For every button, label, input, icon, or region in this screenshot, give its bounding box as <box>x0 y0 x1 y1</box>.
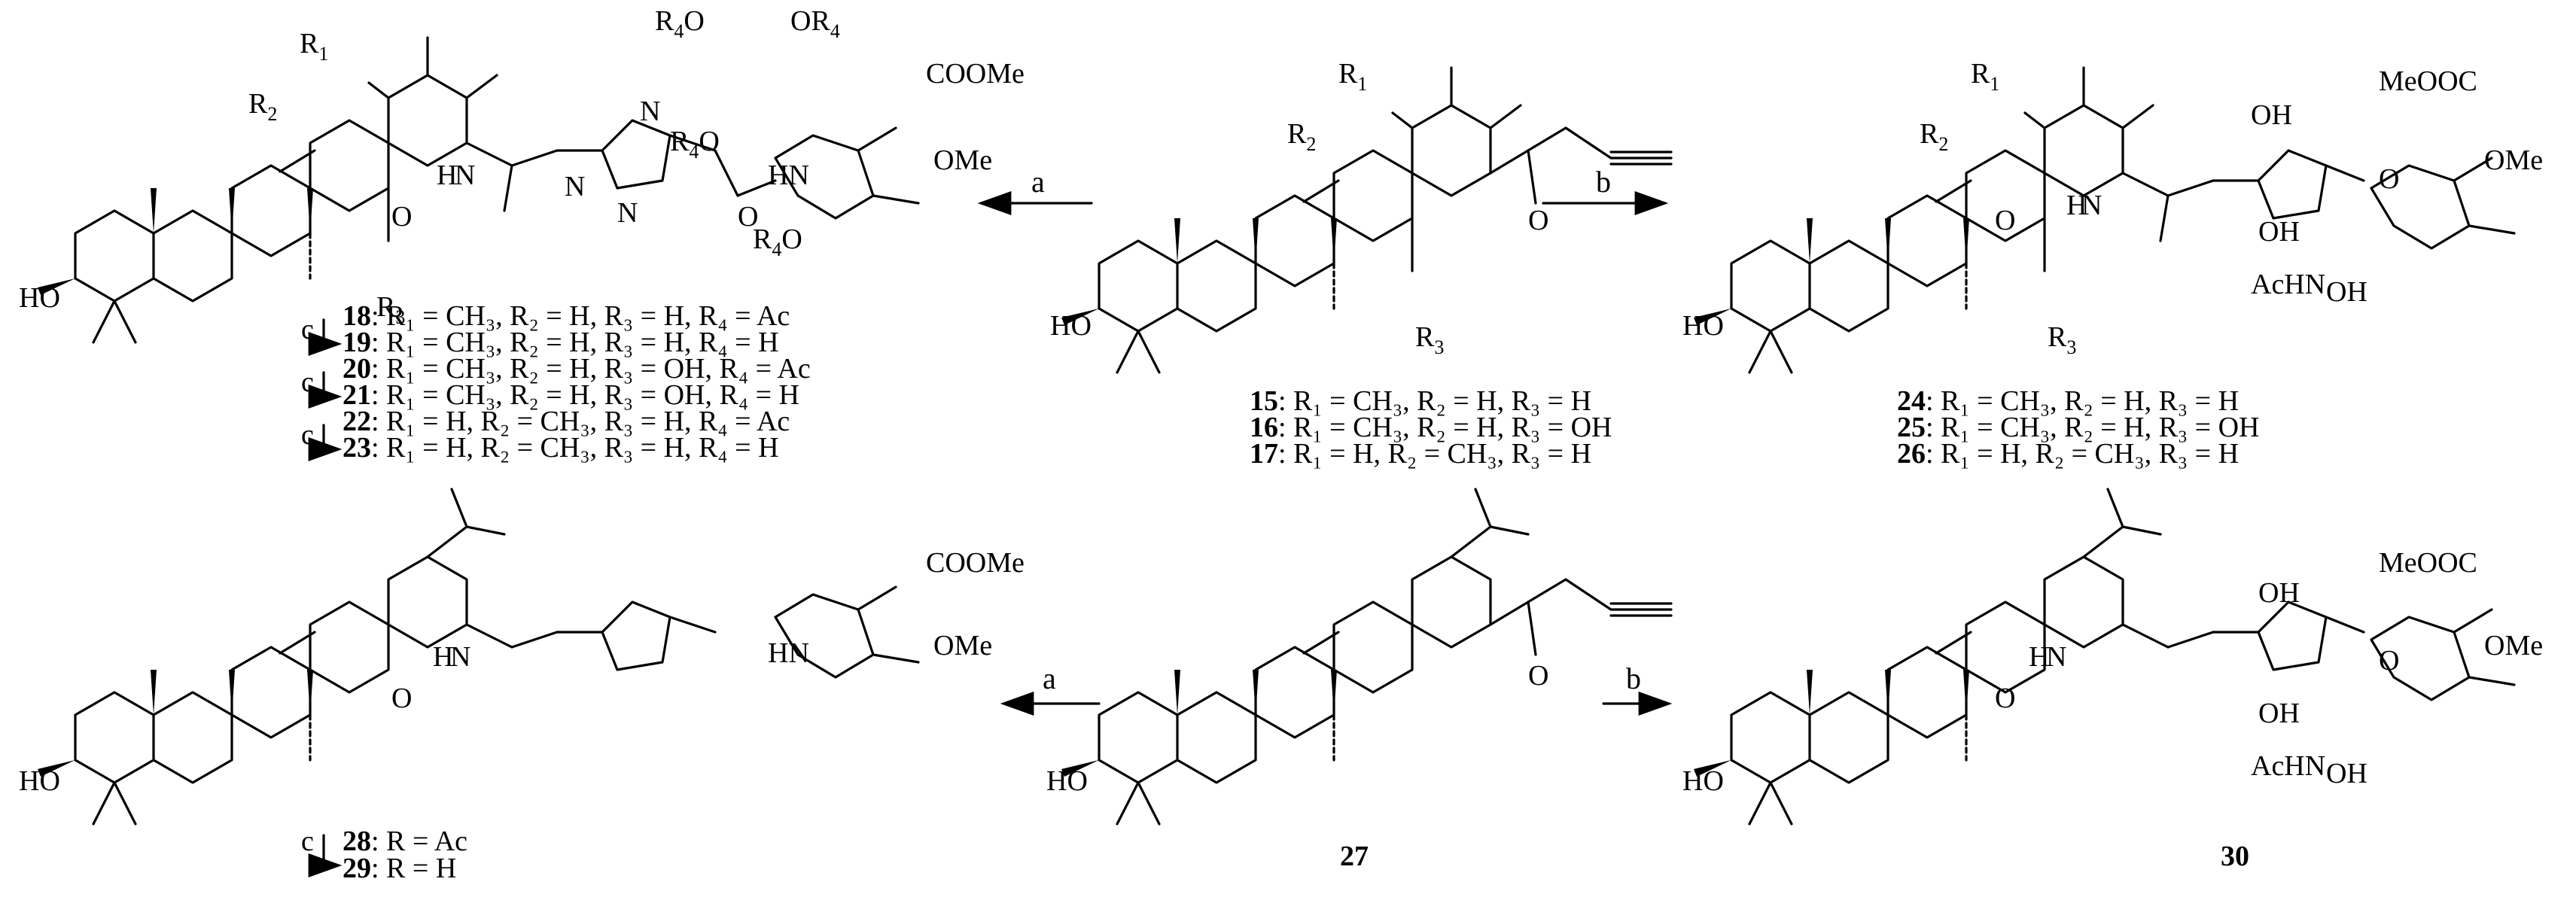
svg-text:COOMe: COOMe <box>926 58 1025 90</box>
arrow-c-label: c <box>301 314 314 345</box>
svg-text:b: b <box>1626 661 1641 695</box>
svg-text:OH: OH <box>2251 99 2292 131</box>
svg-text:R4O: R4O <box>655 5 705 42</box>
compound-list-top-right: 24: R₁ = CH₃, R₂ = H, R₃ = H25: R₁ = CH₃… <box>1897 385 2260 470</box>
svg-text:HN: HN <box>768 160 809 191</box>
svg-text:H: H <box>433 641 453 673</box>
svg-text:HO: HO <box>1046 765 1088 797</box>
svg-text:O: O <box>1528 660 1548 692</box>
compound-25-label: 25: R₁ = CH₃, R₂ = H, R₃ = OH <box>1897 412 2260 443</box>
svg-text:HN: HN <box>768 637 809 669</box>
compound-22-label: 22: R₁ = H, R₂ = CH₃, R₃ = H, R₄ = Ac <box>343 406 790 437</box>
svg-text:a: a <box>1031 165 1045 199</box>
svg-text:OMe: OMe <box>2484 630 2543 661</box>
svg-text:AcHN: AcHN <box>2251 750 2325 782</box>
svg-text:H: H <box>2066 190 2087 221</box>
svg-text:HO: HO <box>1682 310 1724 342</box>
svg-text:N: N <box>2046 641 2066 673</box>
svg-text:N: N <box>455 160 475 191</box>
compound-27-label: 27 <box>1340 841 1369 872</box>
svg-text:c: c <box>301 366 314 398</box>
svg-text:MeOOC: MeOOC <box>2379 65 2477 97</box>
svg-text:b: b <box>1596 165 1611 199</box>
svg-text:HO: HO <box>1050 310 1092 342</box>
svg-text:a: a <box>1043 661 1056 695</box>
compound-15-label: 15: R₁ = CH₃, R₂ = H, R₃ = H <box>1250 385 1591 417</box>
svg-text:O: O <box>738 201 758 233</box>
bottom-middle-structure <box>1060 488 1673 826</box>
svg-text:O: O <box>391 683 412 714</box>
top-middle-structure <box>1060 66 1673 374</box>
svg-text:R1: R1 <box>300 28 328 65</box>
svg-text:OR4: OR4 <box>790 5 840 42</box>
svg-text:O: O <box>1995 683 2015 714</box>
compound-29-label: 29: R = H <box>343 853 456 884</box>
svg-text:O: O <box>2379 645 2399 677</box>
bottom-left-structure <box>36 488 920 826</box>
compound-list-top-left: c c c 18: R₁ = CH₃, R₂ = H, R₃ = H, R₄ =… <box>301 300 811 464</box>
svg-text:R1: R1 <box>1971 58 1999 95</box>
compound-16-label: 16: R₁ = CH₃, R₂ = H, R₃ = OH <box>1250 412 1612 443</box>
top-right-structure <box>1692 66 2516 374</box>
compound-19-label: 19: R₁ = CH₃, R₂ = H, R₃ = H, R₄ = H <box>343 327 779 358</box>
svg-text:N: N <box>450 641 470 673</box>
svg-text:MeOOC: MeOOC <box>2379 547 2477 579</box>
svg-text:R2: R2 <box>1287 118 1316 155</box>
svg-text:R3: R3 <box>1415 321 1444 358</box>
svg-text:c: c <box>301 826 314 857</box>
svg-text:N: N <box>565 171 585 202</box>
svg-text:COOMe: COOMe <box>926 547 1025 579</box>
svg-text:O: O <box>1528 205 1548 236</box>
svg-text:R4O: R4O <box>753 223 802 260</box>
svg-text:OH: OH <box>2326 758 2367 789</box>
compound-list-top-middle: 15: R₁ = CH₃, R₂ = H, R₃ = H16: R₁ = CH₃… <box>1250 385 1612 470</box>
svg-text:HO: HO <box>19 282 60 314</box>
compound-26-label: 26: R₁ = H, R₂ = CH₃, R₃ = H <box>1897 438 2239 470</box>
svg-text:OMe: OMe <box>933 630 992 661</box>
top-left-structure <box>36 36 920 344</box>
svg-text:N: N <box>2081 190 2102 221</box>
svg-text:OH: OH <box>2326 276 2367 308</box>
svg-text:O: O <box>1995 205 2015 236</box>
svg-text:R4O: R4O <box>670 126 720 163</box>
svg-text:H: H <box>2029 641 2049 673</box>
svg-text:R3: R3 <box>2048 321 2076 358</box>
svg-text:O: O <box>2379 163 2399 195</box>
compound-21-label: 21: R₁ = CH₃, R₂ = H, R₃ = OH, R₄ = H <box>343 379 799 411</box>
svg-text:HO: HO <box>1682 765 1724 797</box>
compound-17-label: 17: R₁ = H, R₂ = CH₃, R₃ = H <box>1250 438 1591 470</box>
svg-text:O: O <box>391 201 412 233</box>
svg-text:OH: OH <box>2258 577 2300 609</box>
svg-text:OH: OH <box>2258 216 2300 248</box>
svg-text:c: c <box>301 419 314 451</box>
svg-text:OMe: OMe <box>2484 144 2543 176</box>
compound-30-label: 30 <box>2221 841 2249 872</box>
compound-18-label: 18: R₁ = CH₃, R₂ = H, R₃ = H, R₄ = Ac <box>343 300 790 332</box>
svg-text:R3: R3 <box>376 291 405 328</box>
compound-24-label: 24: R₁ = CH₃, R₂ = H, R₃ = H <box>1897 385 2239 417</box>
svg-text:HO: HO <box>19 765 60 797</box>
svg-text:H: H <box>437 160 457 191</box>
svg-text:R1: R1 <box>1338 58 1367 95</box>
compound-23-label: 23: R₁ = H, R₂ = CH₃, R₃ = H, R₄ = H <box>343 432 779 464</box>
svg-text:N: N <box>617 197 638 229</box>
compound-28-label: 28: R = Ac <box>343 826 467 857</box>
svg-text:R2: R2 <box>1920 118 1948 155</box>
svg-text:N: N <box>640 96 660 127</box>
bottom-right-structure <box>1692 488 2516 826</box>
svg-text:OH: OH <box>2258 698 2300 729</box>
svg-text:OMe: OMe <box>933 144 992 176</box>
svg-text:R2: R2 <box>248 88 277 125</box>
svg-text:AcHN: AcHN <box>2251 269 2325 300</box>
compound-20-label: 20: R₁ = CH₃, R₂ = H, R₃ = OH, R₄ = Ac <box>343 353 811 385</box>
